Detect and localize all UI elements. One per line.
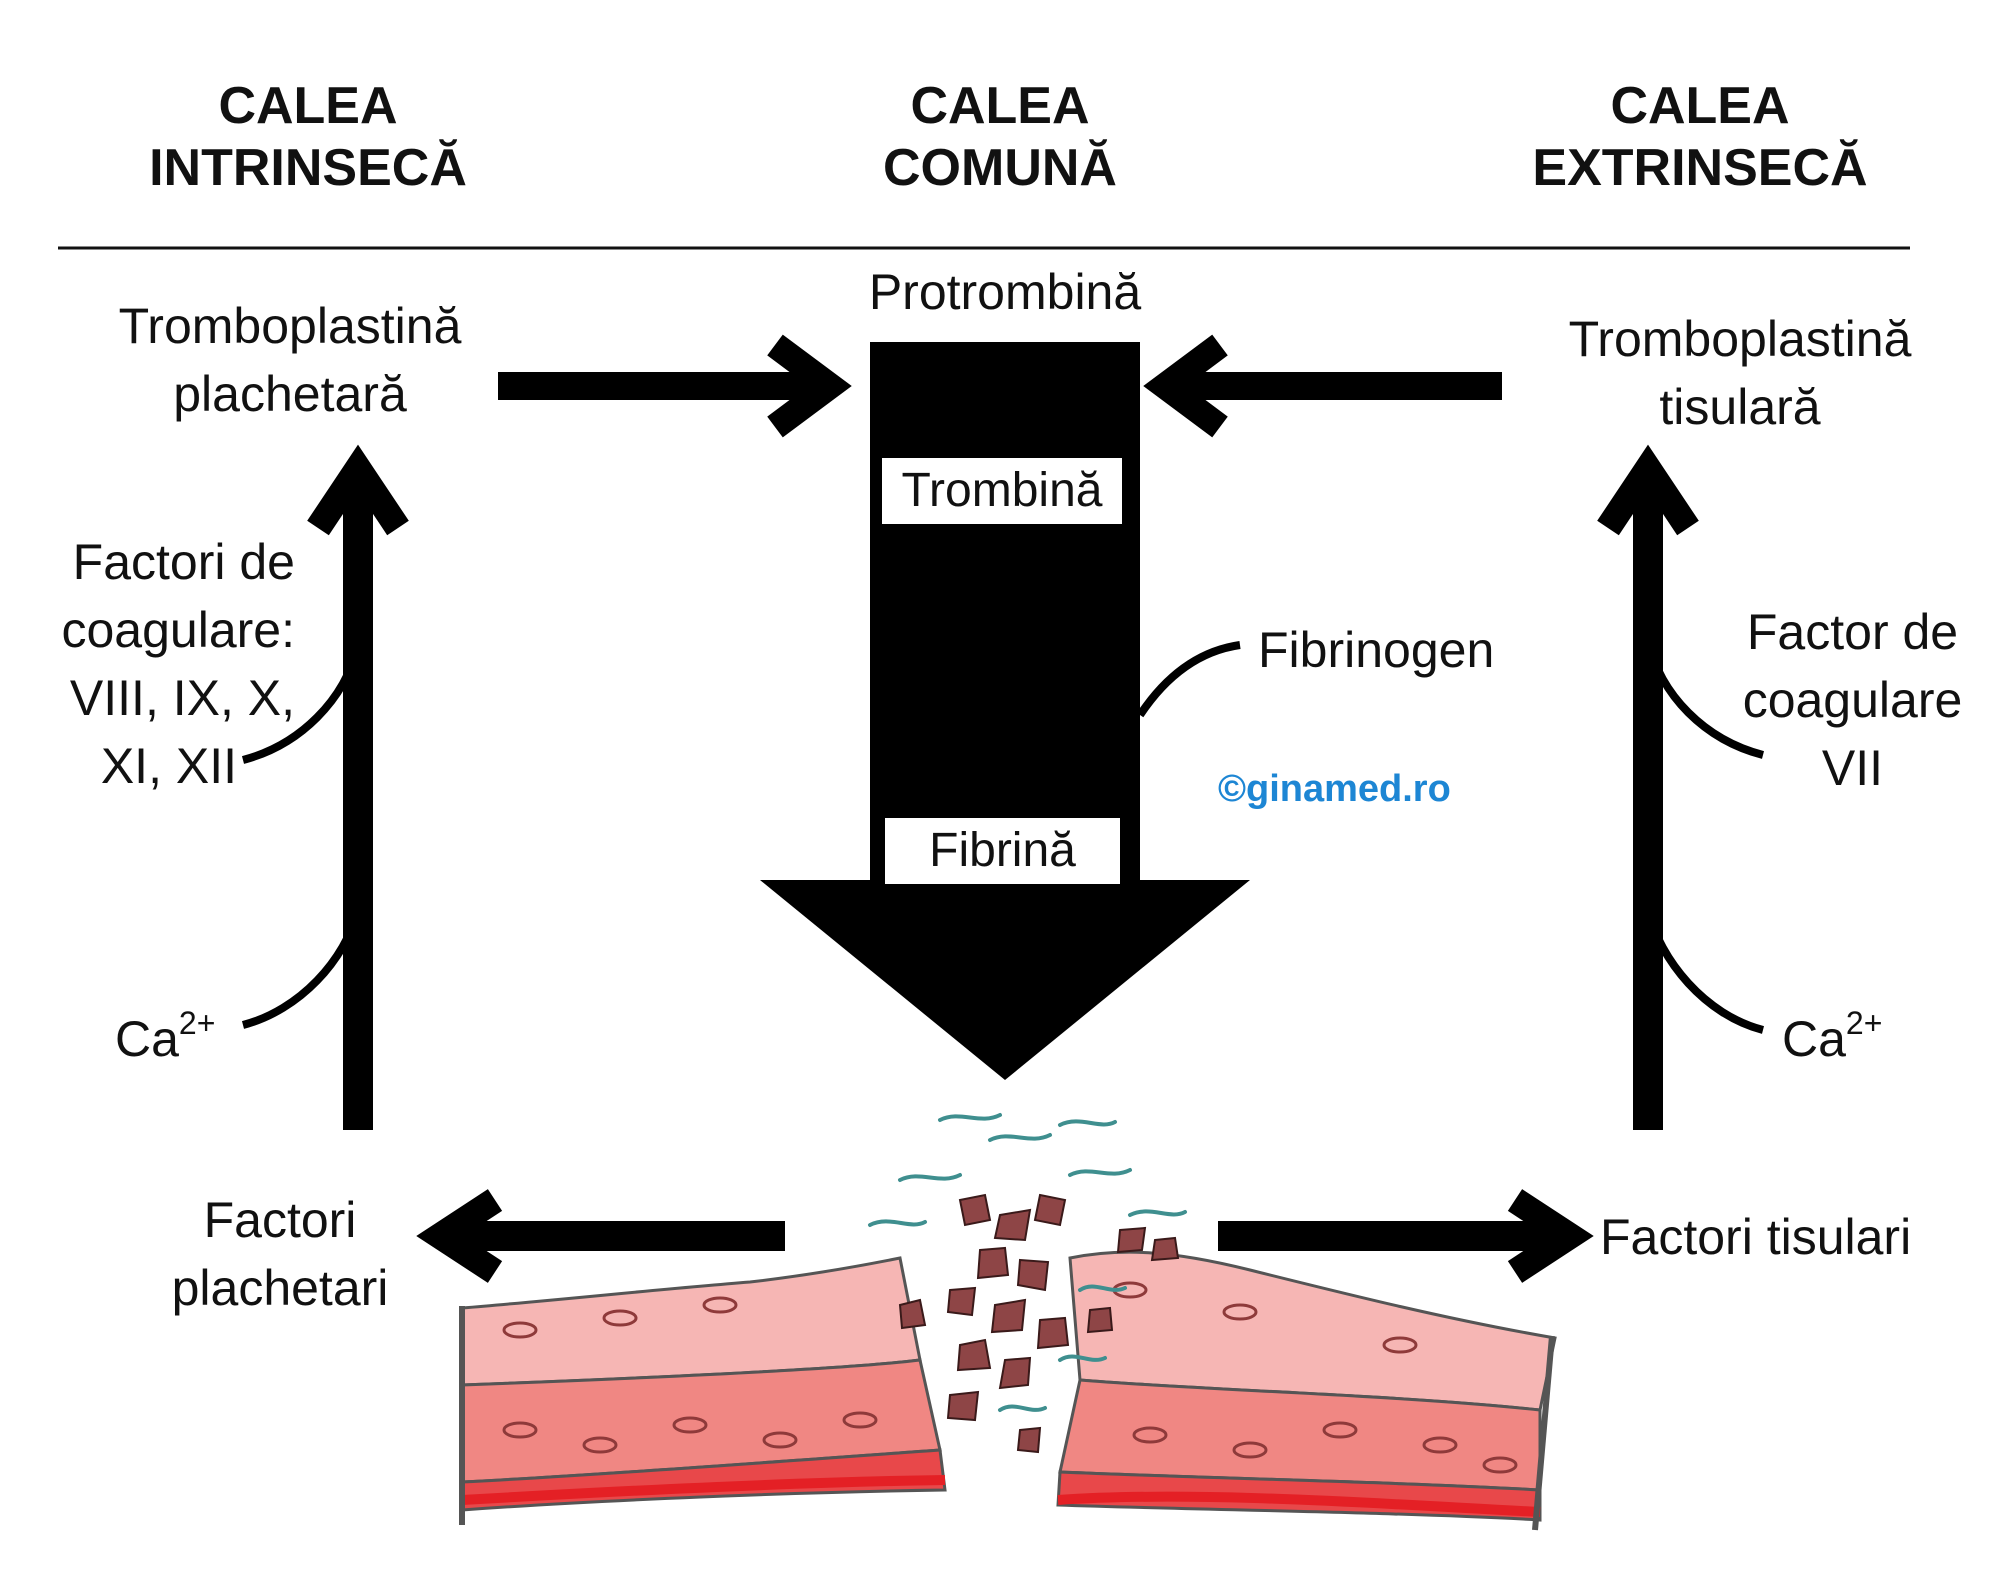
- clot-fragment: [998, 1356, 1032, 1390]
- clot-fragment: [956, 1338, 992, 1372]
- vessel-right-edge: [1057, 1491, 1541, 1517]
- label-trombina: Trombină: [882, 458, 1122, 524]
- common-pathway-arrow: [760, 342, 1250, 1080]
- cell-nucleus: [602, 1309, 638, 1327]
- clot-fragment: [1033, 1193, 1067, 1227]
- cell-nucleus: [1132, 1426, 1168, 1444]
- header-intrinsic: CALEA INTRINSECĂ: [48, 75, 568, 199]
- cell-nucleus: [502, 1421, 538, 1439]
- arrow-intrinsic-to-common: [498, 334, 852, 438]
- tromboplastina-tisulara-line2: tisulară: [1659, 379, 1821, 435]
- clot-fragment: [1086, 1306, 1114, 1334]
- clot-fragment: [1150, 1236, 1180, 1262]
- fibrin-strand: [868, 1219, 927, 1227]
- clot-fragment: [990, 1298, 1027, 1334]
- cell-nucleus: [1232, 1441, 1268, 1459]
- clot-fragment: [958, 1193, 992, 1227]
- clot-fragment: [1016, 1258, 1050, 1292]
- cell-nucleus: [582, 1436, 618, 1454]
- calcium-left-base: Ca: [115, 1011, 179, 1067]
- fibrin-strand: [998, 1404, 1047, 1412]
- clot-fragment: [1116, 1226, 1147, 1254]
- factori-plachetari-line1: Factori: [203, 1192, 357, 1248]
- vessel-wall-illustration: [459, 1113, 1557, 1531]
- tromboplastina-tisulara-line1: Tromboplastină: [1568, 311, 1912, 367]
- cell-nucleus: [842, 1411, 878, 1429]
- label-factori-plachetari: Factori plachetari: [110, 1186, 450, 1322]
- arrow-extrinsic-to-common: [1143, 334, 1502, 438]
- tromboplastina-plachetara-line1: Tromboplastină: [118, 298, 462, 354]
- clot-fragment: [946, 1286, 977, 1317]
- label-factori-coagulare: Factori de coagulare: VIII, IX, X, XI, X…: [10, 528, 296, 800]
- factor-vii-line2: coagulare: [1742, 672, 1963, 728]
- cell-nucleus: [1322, 1421, 1358, 1439]
- calcium-left-sup: 2+: [178, 1005, 216, 1041]
- label-factori-tisulari: Factori tisulari: [1600, 1209, 1912, 1265]
- label-calcium-right: Ca2+: [1782, 1005, 1882, 1073]
- cell-nucleus: [1222, 1303, 1258, 1321]
- cell-nucleus: [1382, 1336, 1418, 1354]
- calcium-right-sup: 2+: [1845, 1005, 1883, 1041]
- arrow-intrinsic-up: [307, 444, 409, 1130]
- cell-nucleus: [702, 1296, 738, 1314]
- arrow-to-factori-plachetari: [416, 1189, 785, 1283]
- factor-vii-line1: Factor de: [1746, 604, 1959, 660]
- header-common: CALEA COMUNĂ: [740, 75, 1260, 199]
- cell-nucleus: [1422, 1436, 1458, 1454]
- fibrin-strand: [1058, 1119, 1117, 1127]
- label-fibrinogen: Fibrinogen: [1258, 622, 1495, 678]
- arrow-extrinsic-up: [1597, 444, 1699, 1130]
- tromboplastina-plachetara-line2: plachetară: [173, 366, 407, 422]
- fibrin-strand: [938, 1113, 1002, 1122]
- clot-fragment: [993, 1208, 1032, 1242]
- label-fibrina: Fibrină: [885, 818, 1120, 884]
- label-calcium-left: Ca2+: [115, 1005, 215, 1073]
- vessel-left-edge: [461, 1475, 946, 1505]
- cell-nucleus: [502, 1321, 538, 1339]
- branch-calcium-left: [241, 908, 362, 1029]
- vessel-right-border: [1532, 1335, 1555, 1531]
- factori-coagulare-line4: XI, XII: [100, 738, 237, 794]
- branch-fibrinogen: [1136, 641, 1241, 718]
- factori-coagulare-line2: coagulare:: [61, 602, 296, 658]
- factori-coagulare-line1: Factori de: [72, 534, 295, 590]
- factor-vii-line3: VII: [1821, 740, 1884, 796]
- branch-calcium-right: [1644, 909, 1765, 1034]
- clot-fragment: [898, 1298, 927, 1330]
- label-tromboplastina-tisulara: Tromboplastină tisulară: [1510, 305, 1970, 441]
- cell-nucleus: [672, 1416, 708, 1434]
- clot-fragment: [1036, 1316, 1070, 1350]
- calcium-right-base: Ca: [1782, 1011, 1846, 1067]
- header-intrinsic-line1: CALEA: [218, 77, 398, 135]
- label-protrombina: Protrombină: [868, 264, 1142, 320]
- fibrin-strand: [988, 1133, 1052, 1142]
- header-extrinsic: CALEA EXTRINSECĂ: [1440, 75, 1960, 199]
- header-extrinsic-line1: CALEA: [1610, 77, 1790, 135]
- label-factor-vii: Factor de coagulare VII: [1705, 598, 2000, 802]
- fibrin-strand: [1058, 1354, 1107, 1362]
- header-intrinsic-line2: INTRINSECĂ: [149, 139, 467, 197]
- clot-fragment: [1016, 1426, 1042, 1454]
- label-tromboplastina-plachetara: Tromboplastină plachetară: [60, 292, 520, 428]
- header-common-line1: CALEA: [910, 77, 1090, 135]
- cell-nucleus: [1482, 1456, 1518, 1474]
- header-extrinsic-line2: EXTRINSECĂ: [1532, 139, 1868, 197]
- factori-plachetari-line2: plachetari: [171, 1260, 389, 1316]
- fibrin-strand: [1078, 1284, 1127, 1292]
- branch-factor-vii: [1644, 639, 1765, 759]
- arrow-to-factori-tisulari: [1218, 1189, 1594, 1283]
- fibrin-strand: [898, 1173, 962, 1182]
- fibrin-strand: [1128, 1209, 1187, 1217]
- clot-fragment: [976, 1246, 1010, 1280]
- cell-nucleus: [762, 1431, 798, 1449]
- branch-factori-coagulare: [241, 644, 362, 764]
- fibrin-strand: [1068, 1168, 1132, 1177]
- clot-fragment: [946, 1390, 980, 1422]
- factori-coagulare-line3: VIII, IX, X,: [69, 670, 295, 726]
- header-common-line2: COMUNĂ: [883, 139, 1117, 197]
- watermark: ©ginamed.ro: [1218, 768, 1451, 810]
